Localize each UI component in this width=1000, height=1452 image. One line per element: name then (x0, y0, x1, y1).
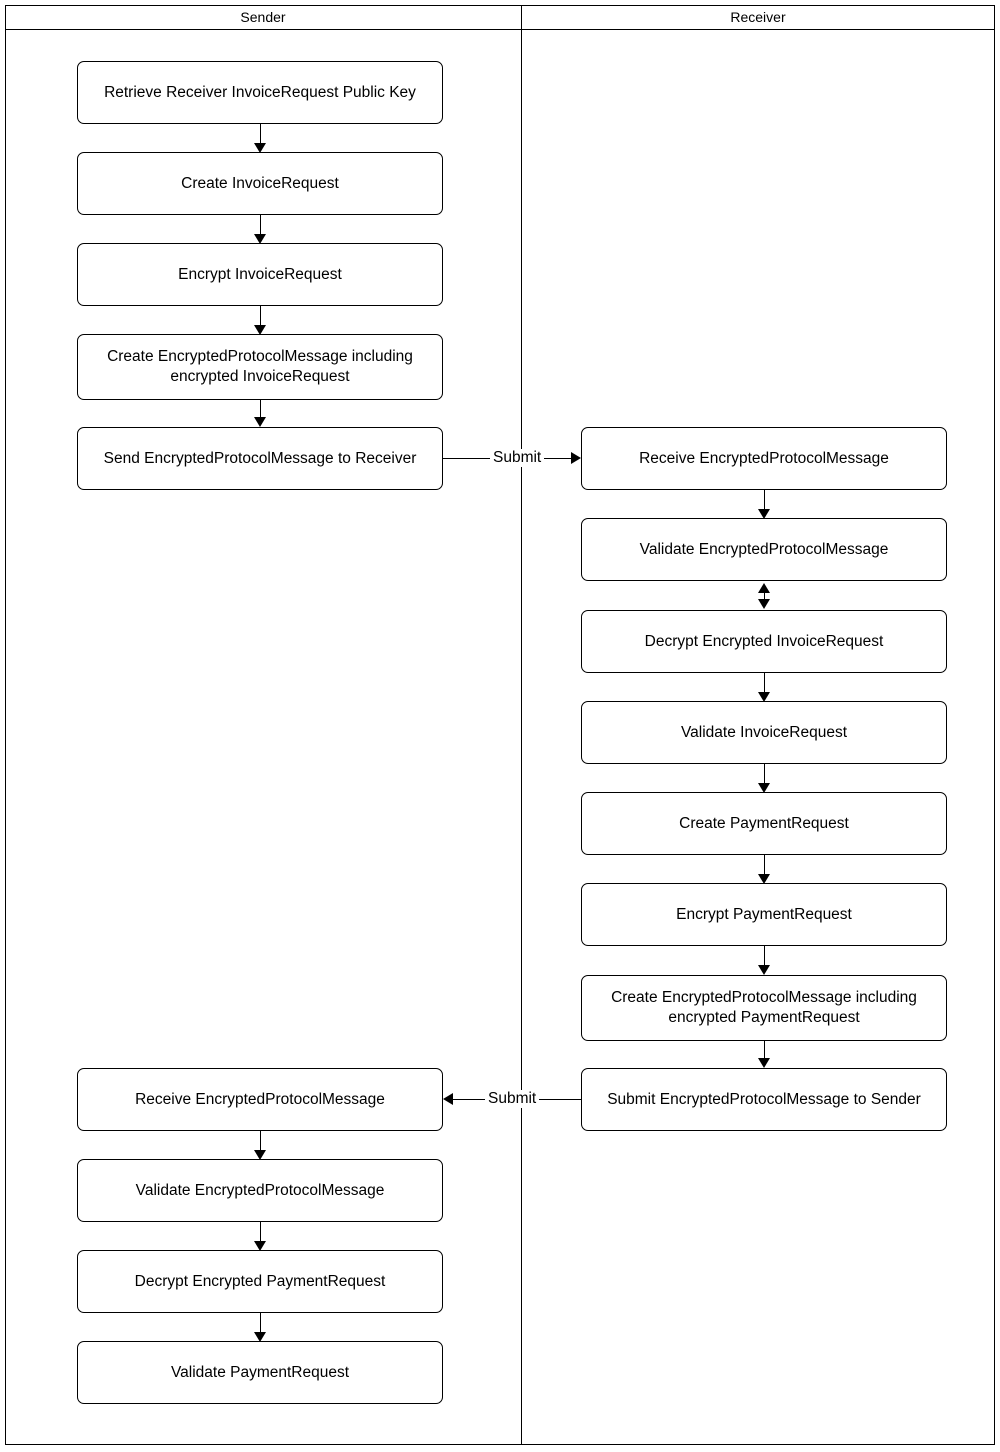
node-submit-encryptedprotocolmessage-to-sender[interactable]: Submit EncryptedProtocolMessage to Sende… (581, 1068, 947, 1131)
lane-header-band (5, 5, 995, 30)
node-receive-encryptedprotocolmessage-sender[interactable]: Receive EncryptedProtocolMessage (77, 1068, 443, 1131)
connector-s3-s4 (260, 306, 261, 325)
lane-title-sender: Sender (240, 9, 286, 25)
node-send-encryptedprotocolmessage-to-receiver[interactable]: Send EncryptedProtocolMessage to Receive… (77, 427, 443, 490)
lane-title-receiver: Receiver (730, 9, 786, 25)
arrowhead-s1-s2 (254, 143, 266, 153)
node-retrieve-receiver-public-key[interactable]: Retrieve Receiver InvoiceRequest Public … (77, 61, 443, 124)
connector-s1-s2 (260, 124, 261, 143)
arrowhead-r6-r7 (758, 965, 770, 975)
arrowhead-submit-to-receiver (571, 452, 581, 464)
node-encrypt-paymentrequest[interactable]: Encrypt PaymentRequest (581, 883, 947, 946)
connector-r2-r3 (764, 586, 765, 604)
node-encrypt-invoicerequest[interactable]: Encrypt InvoiceRequest (77, 243, 443, 306)
node-create-encryptedprotocolmessage-invoicerequest[interactable]: Create EncryptedProtocolMessage includin… (77, 334, 443, 400)
node-receive-encryptedprotocolmessage-receiver[interactable]: Receive EncryptedProtocolMessage (581, 427, 947, 490)
arrowhead-r3-r4 (758, 692, 770, 702)
node-decrypt-encrypted-invoicerequest[interactable]: Decrypt Encrypted InvoiceRequest (581, 610, 947, 673)
arrowhead-r5-r6 (758, 874, 770, 884)
node-validate-encryptedprotocolmessage-sender[interactable]: Validate EncryptedProtocolMessage (77, 1159, 443, 1222)
node-create-invoicerequest[interactable]: Create InvoiceRequest (77, 152, 443, 215)
node-validate-paymentrequest[interactable]: Validate PaymentRequest (77, 1341, 443, 1404)
arrowhead-s4-s5 (254, 417, 266, 427)
connector-s7-s8 (260, 1222, 261, 1241)
connector-r3-r4 (764, 673, 765, 692)
connector-r1-r2 (764, 490, 765, 509)
connector-s6-s7 (260, 1131, 261, 1150)
arrowhead-r7-r8 (758, 1058, 770, 1068)
node-decrypt-encrypted-paymentrequest[interactable]: Decrypt Encrypted PaymentRequest (77, 1250, 443, 1313)
connector-r6-r7 (764, 946, 765, 965)
edge-label-submit-to-receiver: Submit (490, 449, 545, 467)
arrowhead-s7-s8 (254, 1241, 266, 1251)
node-validate-invoicerequest[interactable]: Validate InvoiceRequest (581, 701, 947, 764)
arrowhead-submit-to-sender (443, 1093, 453, 1105)
connector-s4-s5 (260, 400, 261, 417)
connector-r4-r5 (764, 764, 765, 783)
arrowhead-s6-s7 (254, 1150, 266, 1160)
connector-s8-s9 (260, 1313, 261, 1332)
connector-r5-r6 (764, 855, 765, 874)
arrowhead-s2-s3 (254, 234, 266, 244)
node-create-encryptedprotocolmessage-paymentrequest[interactable]: Create EncryptedProtocolMessage includin… (581, 975, 947, 1041)
connector-r7-r8 (764, 1041, 765, 1058)
arrowhead-s8-s9 (254, 1332, 266, 1342)
arrowhead-r1-r2 (758, 509, 770, 519)
edge-label-submit-to-sender: Submit (485, 1090, 540, 1108)
connector-s2-s3 (260, 215, 261, 234)
arrowhead-r2-to-r3 (758, 599, 770, 609)
node-create-paymentrequest[interactable]: Create PaymentRequest (581, 792, 947, 855)
arrowhead-r4-r5 (758, 783, 770, 793)
node-validate-encryptedprotocolmessage-receiver[interactable]: Validate EncryptedProtocolMessage (581, 518, 947, 581)
lane-divider (521, 5, 522, 1445)
arrowhead-s3-s4 (254, 325, 266, 335)
